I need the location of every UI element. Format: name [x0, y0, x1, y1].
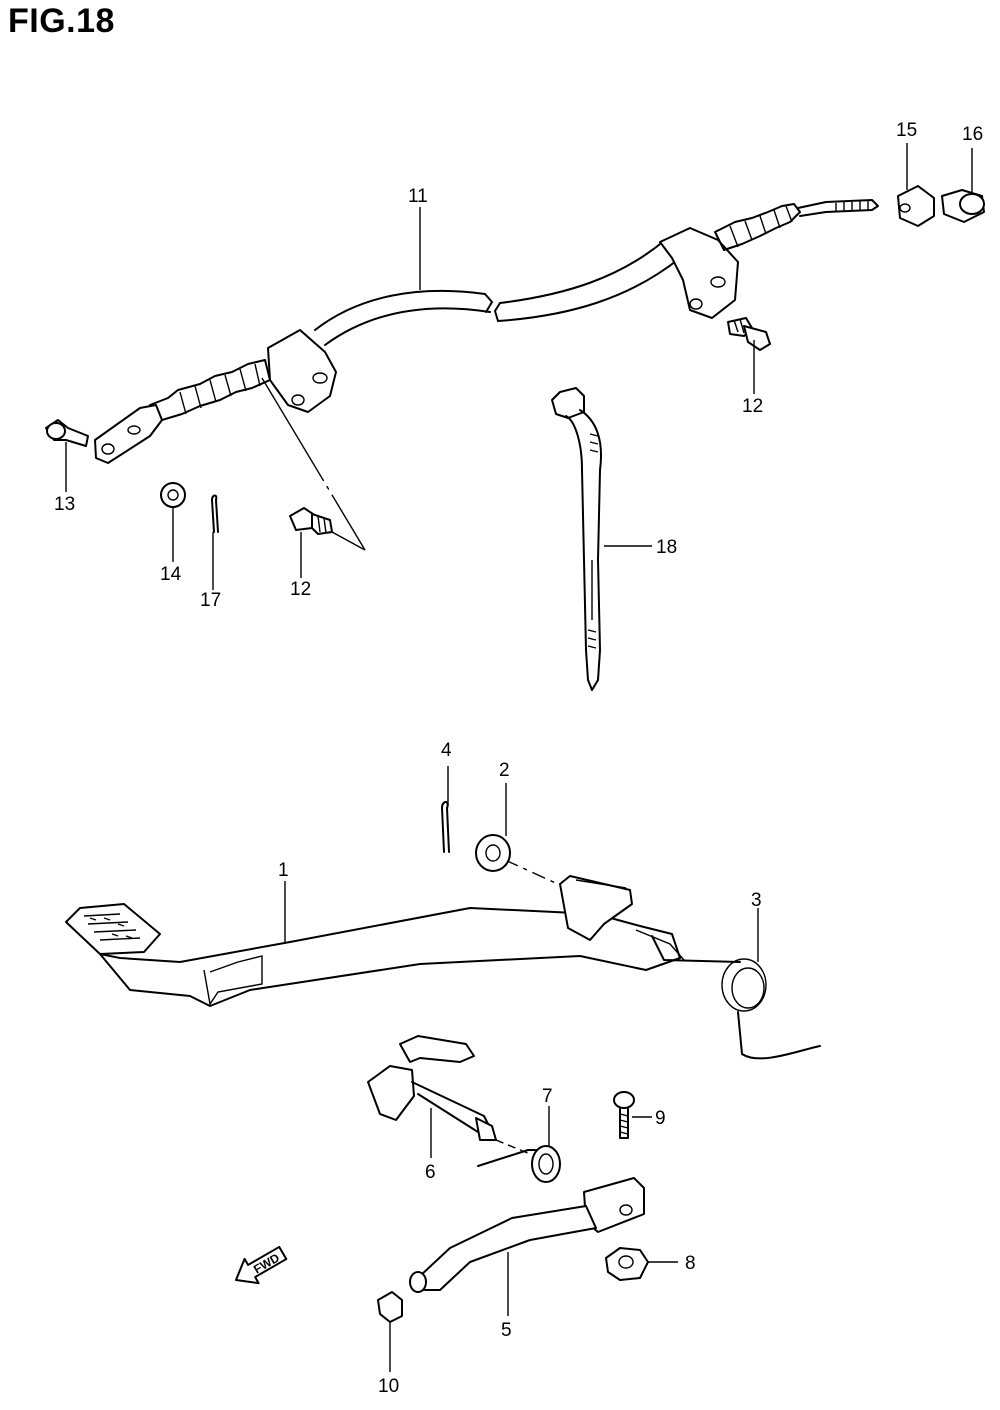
callout-5: 5: [501, 1320, 512, 1341]
brake-arm: [409, 1177, 645, 1293]
brake-pedal: [65, 859, 685, 1007]
callout-10: 10: [378, 1376, 399, 1397]
callout-7: 7: [542, 1086, 553, 1107]
callout-14: 14: [160, 564, 182, 585]
callout-11: 11: [408, 186, 428, 207]
callout-9: 9: [655, 1108, 666, 1129]
callout-6: 6: [425, 1162, 436, 1183]
return-spring: [651, 935, 821, 1060]
callout-2: 2: [499, 760, 510, 781]
washer-small: [160, 482, 186, 508]
adjuster-nut: [897, 185, 935, 227]
brake-cable: [94, 199, 879, 551]
callout-13: 13: [54, 494, 75, 515]
callout-17: 16: [962, 124, 983, 145]
callout-1: 1: [278, 860, 289, 881]
callout-16: 15: [896, 120, 917, 141]
cotter-pin-small: [211, 494, 219, 533]
bolt-small: [613, 1091, 635, 1139]
cotter-pin: [441, 801, 450, 853]
callout-leaders: [65, 143, 973, 1372]
callout-12-lower: 12: [290, 579, 311, 600]
callout-18: 18: [656, 537, 677, 558]
bolt-lower: [289, 507, 333, 535]
callout-3: 3: [751, 890, 762, 911]
cable-tie: [551, 387, 602, 691]
rubber-cap: [377, 1291, 403, 1323]
figure-title: FIG.18: [8, 2, 115, 40]
flange-nut: [605, 1247, 649, 1281]
clevis-pin: [45, 419, 89, 447]
small-spring: [477, 1139, 561, 1183]
fwd-arrow-icon: FWD: [235, 1245, 288, 1285]
callout-8: 8: [685, 1253, 696, 1274]
callout-12-upper: 12: [742, 396, 763, 417]
callout-15: 17: [200, 590, 221, 611]
cable-end-cap: [941, 189, 985, 223]
callout-4: 4: [441, 740, 452, 761]
brake-shaft: [367, 1035, 497, 1141]
bolt-upper: [727, 317, 771, 351]
pedal-washer: [475, 834, 511, 872]
